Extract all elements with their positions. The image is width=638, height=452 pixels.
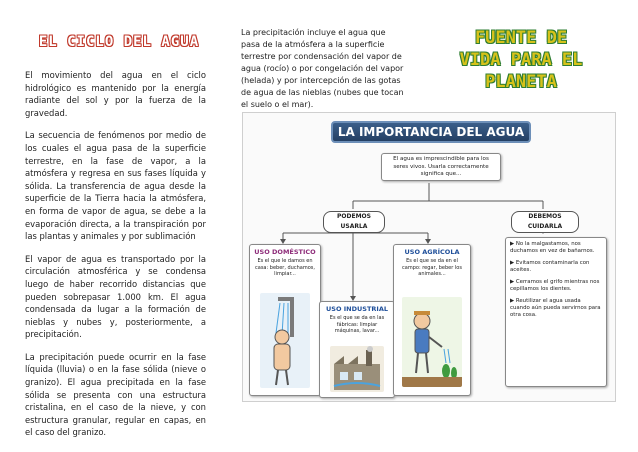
domestic-shower-illustration (260, 293, 310, 388)
care-item-1-text: No la malgastamos, nos duchamos en vez d… (510, 241, 595, 254)
care-item-4: ▶ Reutilizar el agua usada cuando aún pu… (510, 298, 601, 318)
industrial-use-title: USO INDUSTRIAL (326, 305, 388, 313)
care-list: ▶ No la malgastamos, nos duchamos en vez… (505, 237, 607, 387)
fuente-title-line-1: FUENTE DE (474, 28, 568, 48)
agricultural-use-card: USO AGRÍCOLA Es el que se da en el campo… (393, 244, 471, 396)
paragraph-2: La secuencia de fenómenos por medio de l… (25, 130, 206, 242)
map-title: LA IMPORTANCIA DEL AGUA (331, 121, 531, 143)
paragraph-3: El vapor de agua es transportado por la … (25, 253, 206, 340)
fuente-title-line-3: PLANETA (485, 72, 557, 92)
agricultural-use-title: USO AGRÍCOLA (404, 248, 460, 256)
middle-paragraph: La precipitación incluye el agua que pas… (241, 28, 404, 109)
use-label: PODEMOS USARLA (323, 211, 385, 233)
paragraph-4: La precipitación puede ocurrir en la fas… (25, 351, 206, 438)
agricultural-use-text: Es el que se da en el campo: regar, bebe… (402, 258, 462, 277)
domestic-use-text: Es el que le damos en casa: beber, ducha… (255, 258, 315, 277)
intro-text: El agua es imprescindible para los seres… (393, 156, 489, 177)
care-item-2-text: Evitamos contaminarla con aceites. (510, 260, 590, 273)
concept-map: LA IMPORTANCIA DEL AGUA El agua es impre… (242, 112, 616, 402)
domestic-use-card: USO DOMÉSTICO Es el que le damos en casa… (249, 244, 321, 396)
domestic-use-title: USO DOMÉSTICO (254, 248, 316, 256)
paragraph-1: El movimiento del agua en el ciclo hidro… (25, 70, 206, 118)
left-text-column: El movimiento del agua en el ciclo hidro… (25, 69, 206, 449)
fuente-title-line-2: VIDA PARA EL (459, 50, 583, 70)
care-item-1: ▶ No la malgastamos, nos duchamos en vez… (510, 241, 595, 254)
care-item-2: ▶ Evitamos contaminarla con aceites. (510, 260, 590, 273)
care-item-3-text: Cerramos el grifo mientras nos cepillamo… (510, 279, 600, 292)
industrial-factory-illustration (330, 346, 384, 392)
industrial-use-card: USO INDUSTRIAL Es el que se da en las fá… (319, 301, 395, 398)
agricultural-farmer-illustration (402, 297, 462, 387)
intro-box: El agua es imprescindible para los seres… (381, 153, 501, 181)
care-label: DEBEMOS CUIDARLA (511, 211, 579, 233)
fuente-title: FUENTE DE VIDA PARA EL PLANETA (436, 27, 606, 93)
care-item-3: ▶ Cerramos el grifo mientras nos cepilla… (510, 279, 600, 292)
left-title: EL CICLO DEL AGUA (38, 34, 200, 50)
care-item-4-text: Reutilizar el agua usada cuando aún pued… (510, 298, 601, 318)
industrial-use-text: Es el que se da en las fábricas: limpiar… (329, 315, 385, 334)
